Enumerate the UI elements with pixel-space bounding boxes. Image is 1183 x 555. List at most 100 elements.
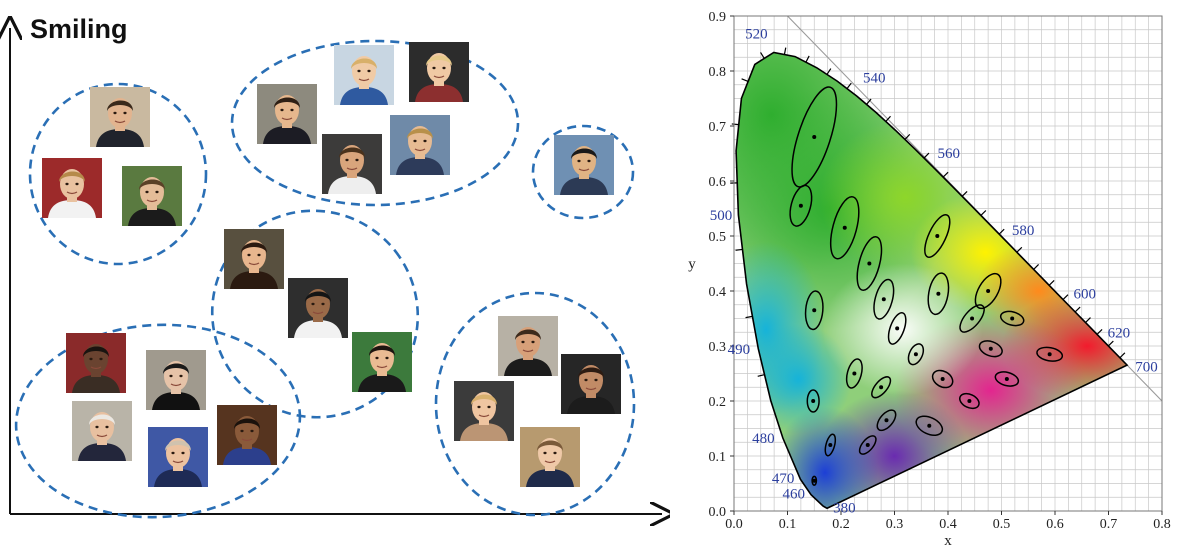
ellipse-center-dot [927,424,931,428]
face-photo [66,333,126,393]
wavelength-label: 700 [1135,359,1158,375]
ellipse-center-dot [884,418,888,422]
face-cluster-diagram: Smiling [0,0,670,550]
wavelength-tick [943,172,948,177]
y-tick-label: 0.5 [709,230,727,245]
ellipse-center-dot [867,262,871,266]
ellipse-center-dot [812,308,816,312]
ellipse-center-dot [970,317,974,321]
y-tick-label: 0.8 [709,65,727,80]
wavelength-label: 540 [863,70,886,86]
face-photo [454,381,514,441]
face-photo [520,427,580,487]
face-photo [42,158,102,218]
wavelength-tick [736,249,743,250]
face-photo [334,45,394,105]
ellipse-center-dot [1010,317,1014,321]
wavelength-tick [981,211,986,216]
ellipse-center-dot [1005,377,1009,381]
ellipse-center-dot [828,443,832,447]
ellipse-center-dot [935,234,939,238]
ellipse-center-dot [799,204,803,208]
ellipse-center-dot [1048,352,1052,356]
face-photo [224,229,284,289]
ellipse-center-dot [895,326,899,330]
wavelength-tick [1034,264,1039,269]
wavelength-label: 520 [745,26,768,42]
x-tick-label: 0.1 [779,517,797,532]
wavelength-tick [1075,307,1080,312]
wavelength-tick [732,124,739,125]
x-tick-label: 0.7 [1100,517,1118,532]
wavelength-label: 380 [833,500,856,516]
y-tick-label: 0.4 [709,285,727,300]
ellipse-center-dot [986,289,990,293]
wavelength-label: 580 [1012,223,1035,239]
face-photo [148,427,208,487]
ellipse-center-dot [989,347,993,351]
face-photo [498,316,558,376]
wavelength-label: 480 [752,431,775,447]
y-tick-label: 0.9 [709,10,727,25]
ellipse-center-dot [882,297,886,301]
face-photo [554,135,614,195]
wavelength-label: 460 [783,487,806,503]
wavelength-tick [1049,280,1054,285]
wavelength-label: 500 [710,208,733,224]
x-tick-label: 0.4 [939,517,957,532]
x-tick-label: 0.5 [993,517,1011,532]
face-photo [322,134,382,194]
ellipse-center-dot [914,352,918,356]
ellipse-center-dot [811,399,815,403]
y-tick-label: 0.1 [709,450,727,465]
wavelength-tick [1063,295,1068,300]
ellipse-center-dot [941,377,945,381]
wavelength-tick [746,316,753,317]
ellipse-center-dot [967,399,971,403]
wavelength-label: 560 [938,146,961,162]
face-photo [390,115,450,175]
wavelength-tick [1108,341,1113,346]
face-photo [409,42,469,102]
ellipse-center-dot [936,292,940,296]
face-photo [288,278,348,338]
face-photo [352,332,412,392]
face-photo [90,87,150,147]
y-tick-label: 0.2 [709,395,727,410]
color-gamut-fill [680,0,1183,550]
ellipse-center-dot [879,385,883,389]
face-photo [122,166,182,226]
x-tick-label: 0.0 [725,517,743,532]
y-tick-label: 0.3 [709,340,727,355]
ellipse-center-dot [812,479,816,483]
chart-svg: 0.0 0.1 0.2 0.3 0.4 0.5 0.6 0.7 0.8 0.0 0.1 0.2 0.3 0… [680,0,1183,550]
ellipse-center-dot [812,135,816,139]
y-tick-label: 0.6 [709,175,727,190]
wavelength-label: 600 [1073,286,1096,302]
y-tick-label: 0.0 [709,505,727,520]
face-photo [217,405,277,465]
wavelength-tick [806,56,809,62]
wavelength-tick [784,48,785,55]
ellipse-center-dot [852,372,856,376]
y-axis-label: y [688,257,696,273]
y-tick-label: 0.7 [709,120,727,135]
x-tick-label: 0.6 [1046,517,1064,532]
x-tick-label: 0.2 [832,517,850,532]
wavelength-label: 470 [772,471,795,487]
x-tick-label: 0.3 [886,517,904,532]
face-photo [561,354,621,414]
wavelength-tick [847,83,851,89]
face-photo [146,350,206,410]
x-axis-label: x [944,533,952,549]
face-photo [257,84,317,144]
ellipse-center-dot [843,226,847,230]
wavelength-tick [1120,353,1125,358]
wavelength-tick [962,191,967,196]
wavelength-label: 620 [1108,326,1131,342]
wavelength-label: 490 [728,342,751,358]
chromaticity-chart: 0.0 0.1 0.2 0.3 0.4 0.5 0.6 0.7 0.8 0.0 0.1 0.2 0.3 0… [680,0,1183,550]
face-photo [72,401,132,461]
y-axis-label: Smiling [30,14,128,45]
ellipse-center-dot [866,443,870,447]
